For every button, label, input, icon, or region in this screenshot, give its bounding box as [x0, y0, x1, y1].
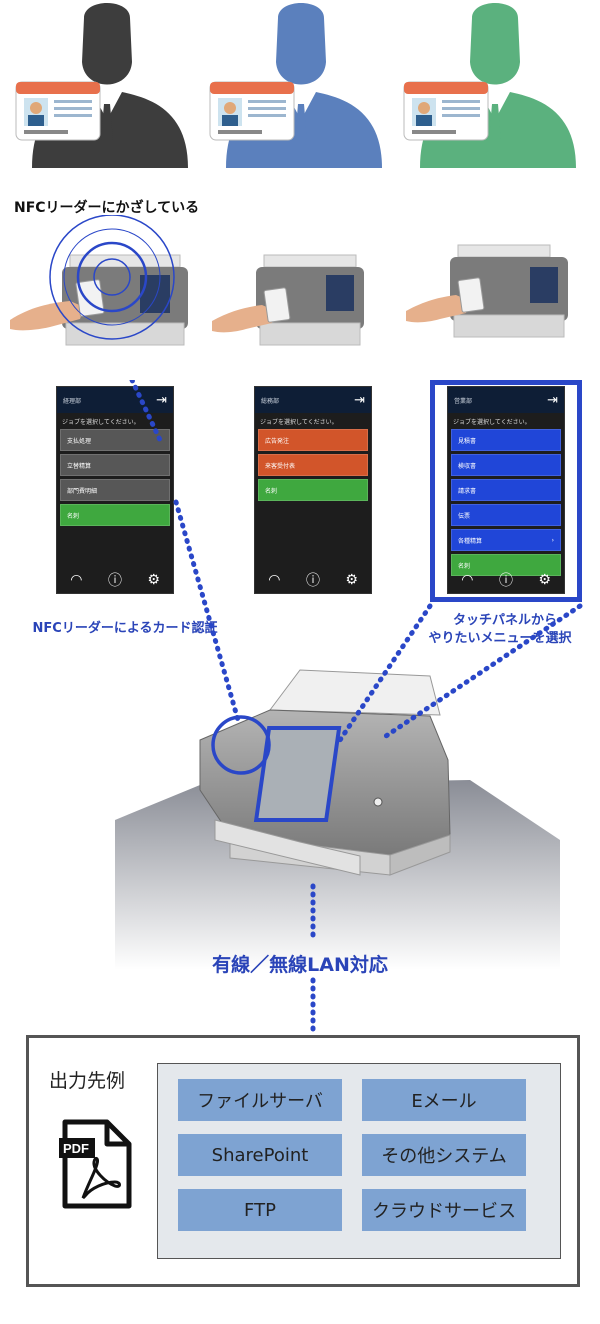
person-2-icon — [206, 0, 386, 170]
destination-ftp: FTP — [178, 1189, 342, 1231]
pdf-file-icon: PDF — [59, 1118, 135, 1210]
output-destinations-panel: 出力先例 PDF ファイルサーバ Eメール SharePoint その他システム… — [26, 1035, 580, 1287]
destination-email: Eメール — [362, 1079, 526, 1121]
pdf-text: PDF — [63, 1141, 89, 1156]
main-scanner-illustration — [0, 380, 600, 1040]
output-title: 出力先例 — [49, 1066, 125, 1093]
destination-cloud-service: クラウドサービス — [362, 1189, 526, 1231]
person-3-icon — [400, 0, 580, 170]
destinations-grid: ファイルサーバ Eメール SharePoint その他システム FTP クラウド… — [157, 1063, 561, 1259]
nfc-scanner-illustration — [0, 215, 600, 365]
nfc-hold-caption: NFCリーダーにかざしている — [14, 197, 199, 217]
destination-file-server: ファイルサーバ — [178, 1079, 342, 1121]
person-1-icon — [12, 0, 192, 170]
lan-support-label: 有線／無線LAN対応 — [0, 950, 600, 977]
destination-other-system: その他システム — [362, 1134, 526, 1176]
destination-sharepoint: SharePoint — [178, 1134, 342, 1176]
